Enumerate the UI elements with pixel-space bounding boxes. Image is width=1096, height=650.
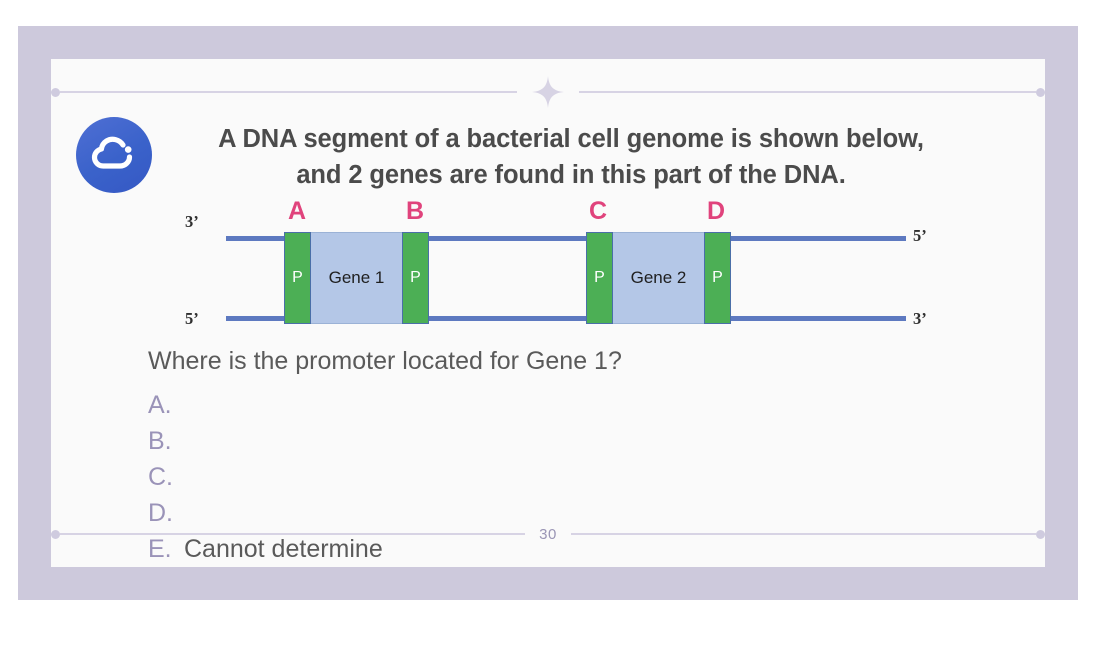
answer-option-b[interactable]: B. bbox=[148, 423, 1008, 459]
footer-rule-line-left bbox=[60, 533, 526, 535]
dna-segment-diagram: 3’ 5’ 5’ 3’ Gene 1 Gene 2 P P P P A B C … bbox=[51, 197, 1045, 339]
site-letter-b: B bbox=[406, 197, 425, 225]
dna-strand-top bbox=[226, 236, 906, 241]
answer-option-d[interactable]: D. bbox=[148, 495, 1008, 531]
page-title-line-2: and 2 genes are found in this part of th… bbox=[296, 161, 846, 190]
answer-option-b-letter: B. bbox=[148, 426, 172, 455]
footer-rule-dot-right bbox=[1036, 529, 1045, 539]
four-point-star-icon bbox=[532, 76, 564, 108]
answer-option-a[interactable]: A. bbox=[148, 387, 1008, 423]
cloud-icon bbox=[91, 136, 133, 169]
answer-option-c-letter: C. bbox=[148, 462, 173, 491]
footer-rule-center: 30 bbox=[525, 526, 571, 543]
site-letter-d: D bbox=[707, 197, 726, 225]
promoter-box-a: P bbox=[284, 232, 311, 324]
header-rule-dot-right bbox=[1036, 87, 1045, 97]
answer-option-a-letter: A. bbox=[148, 390, 172, 419]
promoter-box-b: P bbox=[402, 232, 429, 324]
footer-rule: 30 bbox=[51, 521, 1045, 547]
strand-end-label-left-bottom: 5’ bbox=[185, 309, 199, 328]
header-rule-line-right bbox=[579, 91, 1036, 93]
answer-option-e-letter: E. bbox=[148, 534, 172, 563]
site-letter-a: A bbox=[288, 197, 307, 225]
header-rule-dot-left bbox=[51, 87, 60, 97]
header-rule-line-left bbox=[60, 91, 517, 93]
gene-label-1: Gene 1 bbox=[328, 268, 385, 287]
strand-end-label-left-top: 3’ bbox=[185, 212, 199, 231]
header-rule-center bbox=[517, 75, 579, 109]
strand-end-label-right-top: 5’ bbox=[913, 226, 927, 245]
dna-strand-bottom bbox=[226, 316, 906, 321]
promoter-box-d: P bbox=[704, 232, 731, 324]
page-number: 30 bbox=[539, 525, 557, 543]
slide-outer-frame: A DNA segment of a bacterial cell genome… bbox=[18, 26, 1078, 600]
slide-surface: A DNA segment of a bacterial cell genome… bbox=[51, 59, 1045, 567]
strand-end-label-right-bottom: 3’ bbox=[913, 309, 927, 328]
answer-option-e[interactable]: E. Cannot determine bbox=[148, 531, 1008, 567]
answer-option-d-letter: D. bbox=[148, 498, 173, 527]
page-title-line-1: A DNA segment of a bacterial cell genome… bbox=[218, 125, 924, 153]
footer-rule-line-right bbox=[570, 533, 1036, 535]
header-rule bbox=[51, 76, 1045, 108]
answer-option-e-text: Cannot determine bbox=[184, 534, 383, 563]
gene-label-2: Gene 2 bbox=[630, 268, 687, 287]
page-title: A DNA segment of a bacterial cell genome… bbox=[171, 121, 971, 193]
footer-rule-dot-left bbox=[51, 529, 60, 539]
promoter-box-c: P bbox=[586, 232, 613, 324]
site-letter-c: C bbox=[589, 197, 608, 225]
question-prompt: Where is the promoter located for Gene 1… bbox=[148, 347, 622, 375]
answer-option-c[interactable]: C. bbox=[148, 459, 1008, 495]
brand-logo bbox=[76, 117, 152, 193]
question-block: Where is the promoter located for Gene 1… bbox=[148, 347, 1008, 567]
